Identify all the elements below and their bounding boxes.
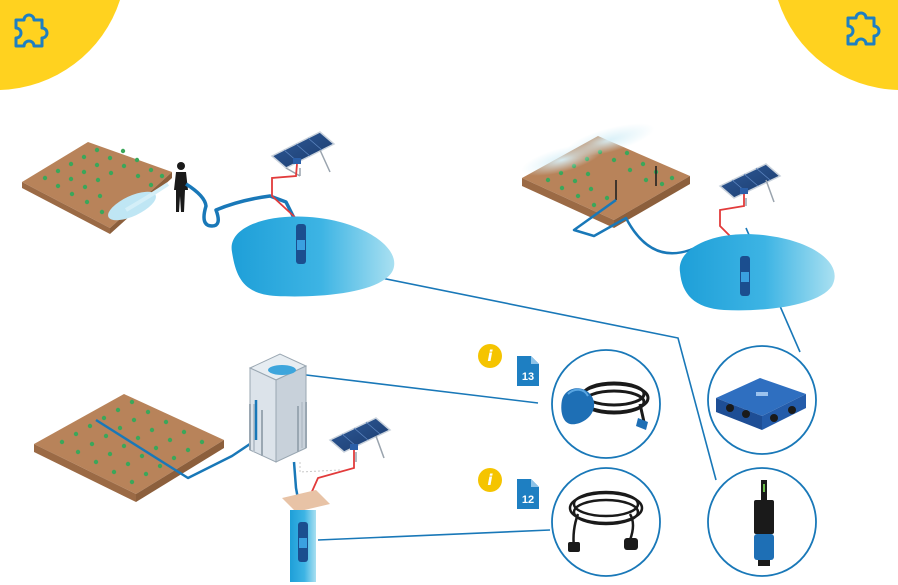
scene-hose-irrigation [22, 131, 395, 297]
cable-red-3 [309, 450, 355, 497]
puzzle-icon [846, 11, 881, 46]
svg-text:i: i [487, 347, 493, 365]
connector-tank-to-float-switch [297, 373, 539, 404]
corner-top-right [778, 0, 898, 90]
product-extension-cable[interactable] [551, 467, 661, 577]
info-icon[interactable]: i [478, 468, 502, 492]
sprinkler-pipe [572, 198, 721, 255]
water-body-2 [679, 234, 835, 311]
spray-mist-2 [565, 123, 655, 157]
document-icon[interactable]: 12 [517, 479, 539, 509]
product-level-sensor[interactable] [707, 467, 817, 577]
info-icon[interactable]: i [478, 344, 502, 368]
cable-red-1 [271, 163, 299, 221]
document-icon[interactable]: 13 [517, 356, 539, 386]
ground-patch [282, 490, 330, 512]
plants-bottom-left [59, 399, 205, 485]
cable-page-ref: 12 [522, 494, 534, 506]
corner-top-left [0, 0, 120, 90]
water-body-1 [231, 216, 395, 297]
field-bottom-left [34, 394, 224, 494]
float-switch-page-ref: 13 [522, 371, 534, 383]
well-bore [290, 510, 316, 582]
water-tank [248, 353, 308, 463]
product-float-switch[interactable] [551, 349, 661, 459]
pump-1 [296, 224, 306, 264]
farmer-figure [174, 162, 188, 212]
scene-tank-irrigation [34, 353, 392, 582]
product-controller[interactable] [707, 345, 817, 455]
connector-pump-to-sensor [301, 261, 717, 481]
plants-top-right [545, 149, 675, 208]
pump-2 [740, 256, 750, 296]
svg-text:i: i [487, 471, 493, 489]
scene-sprinkler-irrigation [521, 123, 835, 311]
solar-panel-2 [718, 163, 782, 206]
plants-top-left [42, 147, 165, 215]
connector-well-to-cable [317, 529, 551, 541]
drip-line [95, 418, 257, 480]
float-switch-body [561, 388, 595, 425]
cable-red-2 [719, 194, 745, 251]
field-top-left [22, 142, 172, 228]
hose [185, 182, 300, 228]
puzzle-icon [14, 13, 49, 48]
solar-panel-1 [270, 131, 336, 177]
solar-panel-3 [328, 417, 392, 462]
